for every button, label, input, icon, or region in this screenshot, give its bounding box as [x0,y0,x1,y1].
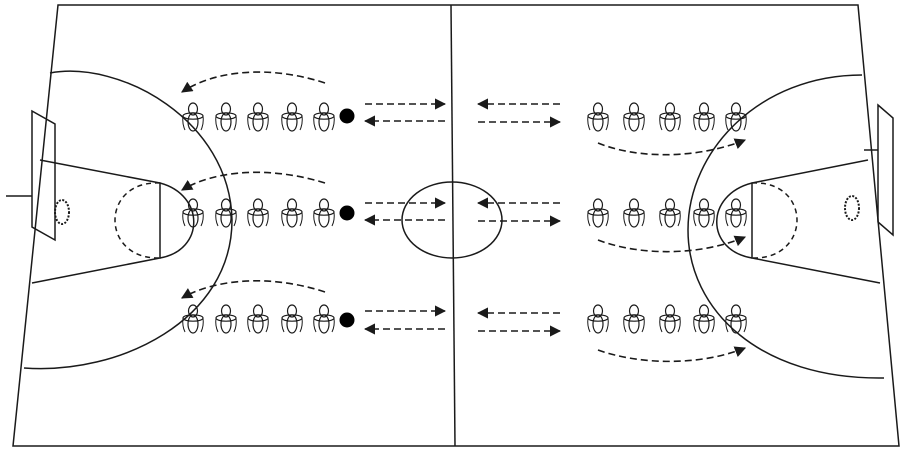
player-groups [182,102,747,334]
player-icon [623,102,645,132]
player-icon [693,102,715,132]
lane-middle [182,198,747,228]
half-court-line [450,4,456,447]
ball-icon [339,205,355,221]
player-icon [281,102,303,132]
rotation-arrow-icon [181,171,326,191]
court-boundary [12,4,900,447]
left-lane [31,159,161,284]
player-icon [313,198,335,228]
ball-icon [339,108,355,124]
player-icon [623,198,645,228]
rotation-arrow-icon [181,280,326,299]
player-icon [247,198,269,228]
player-icon [247,304,269,334]
player-icon [313,102,335,132]
rotation-arrow-icon [181,71,326,93]
right-hoop [844,195,860,221]
right-free-throw-arc-dashed [751,182,798,259]
left-free-throw-arc-dashed [114,182,161,259]
player-icon [215,304,237,334]
right-lane [751,159,881,284]
player-icon [659,102,681,132]
lane-top [182,102,747,132]
rotation-arrow-icon [597,235,747,253]
player-icon [693,304,715,334]
right-free-throw-arc-solid [716,182,753,259]
player-icon [659,198,681,228]
player-icon [247,102,269,132]
right-three-point-arc [687,74,885,379]
left-three-point-arc [23,70,233,370]
player-icon [313,304,335,334]
player-icon [281,198,303,228]
rotation-arrow-icon [597,138,747,156]
left-free-throw-arc-solid [159,182,195,259]
ball-icon [339,312,355,328]
rotation-arrow-icon [597,346,747,363]
player-icon [623,304,645,334]
left-backboard [31,109,56,242]
player-icon [215,198,237,228]
player-icon [587,102,609,132]
player-icon [725,198,747,228]
left-hoop [54,199,70,225]
player-icon [587,198,609,228]
player-icon [281,304,303,334]
right-backboard [877,103,894,237]
center-circle [401,181,503,259]
player-icon [587,304,609,334]
player-icon [215,102,237,132]
player-icon [182,304,204,334]
player-icon [693,198,715,228]
lane-bottom [182,304,747,334]
player-icon [725,304,747,334]
player-icon [659,304,681,334]
